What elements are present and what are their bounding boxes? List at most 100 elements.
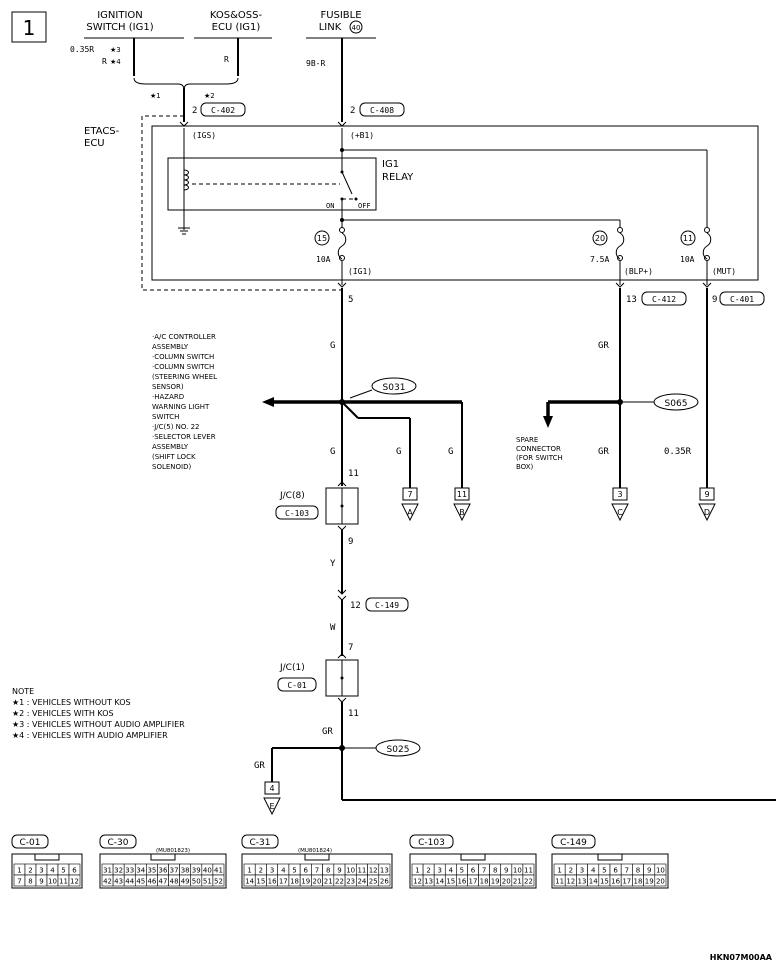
connector-pin-number: 2 — [569, 867, 573, 875]
load-line: ASSEMBLY — [152, 443, 189, 451]
connector-pin-number: 17 — [469, 878, 478, 886]
load-line: ·SELECTOR LEVER — [152, 433, 216, 441]
jc8-conn: C-103 — [285, 509, 309, 518]
connector-pin-number: 41 — [214, 867, 223, 875]
spare-line-1: SPARE — [516, 436, 538, 444]
jc8-conn-box — [275, 505, 319, 520]
connector-pin-number: 4 — [50, 867, 55, 875]
connector-pin-number: 8 — [636, 867, 640, 875]
spare-arrow — [543, 416, 553, 428]
ig-conn: C-402 — [211, 106, 235, 115]
load-line: SWITCH — [152, 413, 179, 421]
relay-label-2: RELAY — [382, 172, 414, 183]
kos-wire-color: R — [224, 55, 229, 64]
loads-arrow — [262, 397, 274, 407]
connector-pin-number: 40 — [203, 867, 212, 875]
connector-pin-number: 18 — [480, 878, 489, 886]
connector-pin-number: 9 — [504, 867, 508, 875]
terminal-c-box — [612, 487, 628, 501]
connector-pin-number: 5 — [292, 867, 296, 875]
terminal-a-letter: A — [407, 508, 413, 517]
page-number-box — [11, 11, 47, 43]
connector-pin-number: 13 — [424, 878, 433, 886]
mut-output-arrow — [702, 282, 712, 288]
connector-pin-number: 17 — [622, 878, 631, 886]
connector-pin-number: 4 — [449, 867, 454, 875]
spare-line-2: CONNECTOR — [516, 445, 561, 453]
load-line: SOLENOID) — [152, 463, 191, 471]
relay-contact — [341, 171, 353, 195]
ignition-mark-4: ★4 — [110, 58, 121, 66]
fuse-20-bottom — [617, 255, 623, 261]
terminal-b-triangle — [453, 503, 471, 522]
fuse-11-top — [704, 227, 710, 233]
connector-pin-number: 48 — [170, 878, 179, 886]
connector-pin-number: 15 — [256, 878, 265, 886]
connector-pin-number: 6 — [471, 867, 476, 875]
jc1-top-arrow — [337, 653, 347, 659]
connector-pin-number: 14 — [589, 878, 598, 886]
b1-conn: C-408 — [370, 106, 394, 115]
jc1-pin-top: 7 — [348, 643, 353, 653]
fuse-15-element — [337, 232, 347, 260]
terminal-b-box — [454, 487, 470, 501]
fuse-15-num-circle — [314, 230, 330, 246]
option-star-1: ★1 — [150, 92, 161, 100]
note-line-2: ★2 : VEHICLES WITH KOS — [12, 709, 114, 718]
connector-pin-number: 35 — [147, 867, 156, 875]
fusible-label-2: LINK — [319, 22, 342, 33]
terminal-d-triangle — [698, 503, 716, 522]
fuse-11-element — [702, 232, 712, 260]
connector-pin-number: 8 — [326, 867, 330, 875]
terminal-e-box — [264, 781, 280, 795]
connector-pin-number: 33 — [125, 867, 134, 875]
connector-pin-number: 39 — [192, 867, 201, 875]
connector-pin-number: 9 — [647, 867, 651, 875]
relay-off-point — [354, 197, 358, 201]
connector-latch — [597, 853, 623, 861]
connector-pin-number: 6 — [613, 867, 618, 875]
terminal-b-letter: B — [459, 508, 465, 517]
load-line: ·COLUMN SWITCH — [152, 353, 214, 361]
jc8-dot — [340, 504, 344, 508]
relay-coil — [183, 169, 189, 191]
blp-conn-box — [641, 291, 687, 306]
fuse-20-top — [617, 227, 623, 233]
fuse-11-num: 11 — [683, 234, 693, 243]
connector-pin-number: 15 — [446, 878, 455, 886]
fuse-11 — [702, 227, 712, 261]
connector-pin-number: 20 — [502, 878, 511, 886]
connector-pin-number: 5 — [460, 867, 464, 875]
relay-output-junction — [340, 218, 344, 222]
connector-part-number: (MU801823) — [156, 848, 190, 854]
load-line: SENSOR) — [152, 383, 184, 391]
fuse-15-bottom — [339, 255, 345, 261]
blp-conn: C-412 — [652, 295, 676, 304]
note-line-1: ★1 : VEHICLES WITHOUT KOS — [12, 698, 131, 707]
connector-id-box — [409, 834, 454, 849]
connector-pin-number: 46 — [147, 878, 156, 886]
connector-pin-number: 49 — [181, 878, 190, 886]
connector-pin-number: 32 — [114, 867, 123, 875]
s025-label: S025 — [387, 745, 410, 755]
spare-line-4: BOX) — [516, 463, 534, 471]
connector-latch — [34, 853, 60, 861]
terminal-c-num: 3 — [617, 490, 622, 499]
terminal-e-letter: E — [269, 802, 274, 811]
connector-pin-number: 12 — [413, 878, 422, 886]
connector-pin-number: 50 — [192, 878, 201, 886]
c149-arrow-2 — [337, 595, 347, 601]
load-line: ·A/C CONTROLLER — [152, 333, 216, 341]
connector-pin-number: 12 — [369, 867, 378, 875]
terminal-a-num: 7 — [407, 490, 412, 499]
terminal-e-triangle — [263, 797, 281, 816]
connector-pin — [522, 874, 535, 887]
terminal-c-letter: C — [617, 508, 623, 517]
connector-pin-number: 9 — [337, 867, 341, 875]
connector-id: C-149 — [560, 838, 587, 848]
connector-pin-number: 5 — [602, 867, 606, 875]
connector-pin-number: 25 — [369, 878, 378, 886]
connector-pin-number: 19 — [491, 878, 500, 886]
